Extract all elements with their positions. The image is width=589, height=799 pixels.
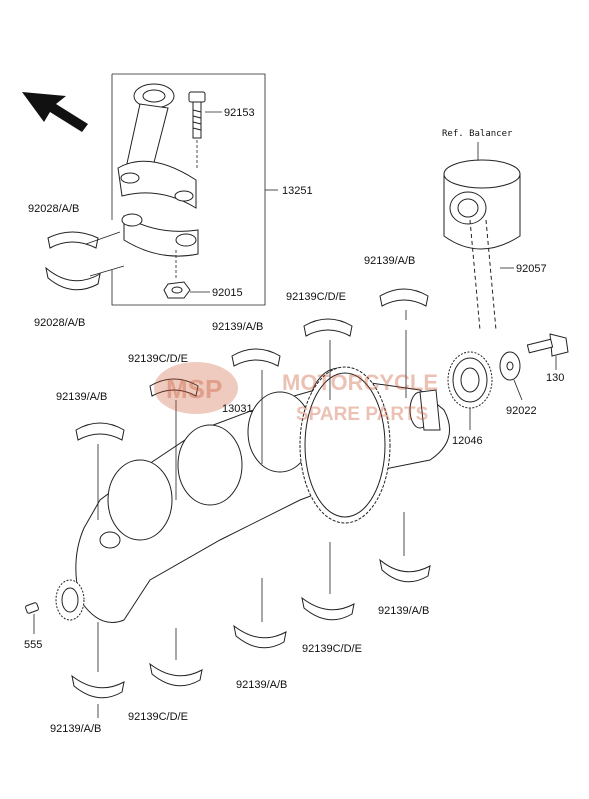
- label-journal-r4: 92139C/D/E: [128, 353, 188, 365]
- con-rod: [117, 83, 197, 209]
- con-rod-bearing-lower: [45, 265, 125, 291]
- journal-bearing-b1: [379, 512, 431, 583]
- svg-text:MOTORCYCLE: MOTORCYCLE: [282, 370, 438, 395]
- label-journal-b4: 92139C/D/E: [128, 711, 188, 723]
- journal-bearing-b2: [301, 542, 355, 621]
- label-nut: 92015: [212, 287, 243, 299]
- label-journal-l1: 92139/A/B: [56, 391, 107, 403]
- label-crankshaft: 13031: [222, 403, 253, 415]
- label-journal-b1: 92139/A/B: [378, 605, 429, 617]
- label-pin: 555: [24, 639, 42, 651]
- balancer-drive-gear: [447, 351, 493, 430]
- balancer-reference: [443, 142, 521, 250]
- con-rod-nut: [163, 281, 210, 299]
- label-journal-r2: 92139C/D/E: [286, 291, 346, 303]
- balancer-chain: [469, 219, 514, 331]
- label-bolt: 130: [546, 372, 564, 384]
- journal-bearing-r4: [149, 378, 199, 500]
- journal-bearing-r5: [75, 422, 125, 520]
- crankshaft: [55, 366, 451, 623]
- label-bearing-lower: 92028/A/B: [34, 317, 85, 329]
- label-journal-r3: 92139/A/B: [212, 321, 263, 333]
- journal-bearing-b3: [233, 578, 287, 649]
- svg-text:SPARE PARTS: SPARE PARTS: [296, 404, 428, 425]
- journal-bearing-b5: [71, 622, 125, 718]
- label-journal-r1: 92139/A/B: [364, 255, 415, 267]
- washer: [499, 351, 523, 401]
- journal-bearing-r3: [231, 348, 281, 464]
- label-gear: 12046: [452, 435, 483, 447]
- arrow-up-left-icon: [22, 92, 88, 132]
- journal-bearing-r2: [303, 318, 353, 400]
- con-rod-bearing-upper: [47, 231, 121, 249]
- label-washer: 92022: [506, 405, 537, 417]
- label-journal-b5: 92139/A/B: [50, 723, 101, 735]
- label-chain: 92057: [516, 263, 547, 275]
- label-journal-b2: 92139C/D/E: [302, 643, 362, 655]
- label-con-rod-assy: 13251: [282, 185, 313, 197]
- journal-bearing-r1: [379, 288, 429, 398]
- journal-bearing-b4: [149, 628, 203, 687]
- con-rod-assembly-box: [111, 73, 278, 306]
- label-con-rod-bolt: 92153: [224, 107, 255, 119]
- crank-end-bolt: [526, 333, 569, 370]
- label-journal-b3: 92139/A/B: [236, 679, 287, 691]
- svg-text:MSP: MSP: [166, 374, 222, 404]
- label-ref-balancer: Ref. Balancer: [442, 129, 513, 139]
- con-rod-bolt: [188, 91, 222, 168]
- watermark-logo: MSP MOTORCYCLE SPARE PARTS: [154, 362, 438, 425]
- con-rod-cap: [121, 213, 199, 278]
- label-bearing-upper: 92028/A/B: [28, 203, 79, 215]
- dowel-pin: [25, 602, 39, 634]
